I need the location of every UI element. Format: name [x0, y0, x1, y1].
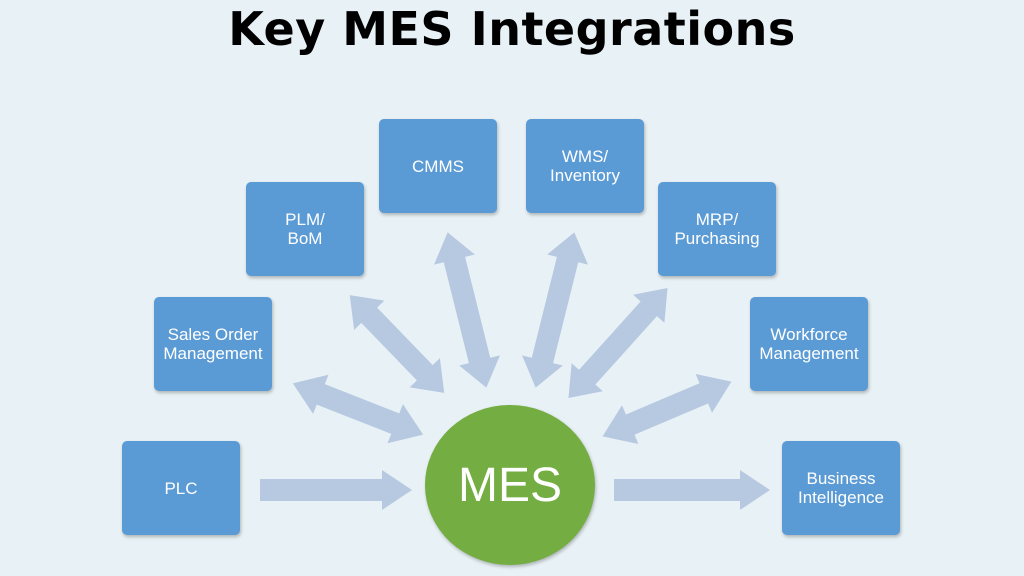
node-label: PLM/ BoM [285, 210, 325, 248]
node-label: Business Intelligence [797, 469, 884, 507]
arrow-plc-to-mes [260, 470, 412, 510]
hub-mes: MES [425, 405, 595, 565]
node-plc: PLC [122, 441, 240, 535]
node-label: Sales Order Management [163, 325, 263, 363]
node-cmms: CMMS [379, 119, 497, 213]
arrow-mes-sales-order [292, 374, 424, 445]
arrow-mes-cmms [434, 232, 500, 391]
node-sales-order-management: Sales Order Management [154, 297, 272, 391]
arrow-mes-plm [349, 295, 445, 401]
arrow-mes-wms [522, 232, 588, 388]
node-label: Workforce Management [759, 325, 859, 363]
arrow-mes-to-bi [614, 470, 770, 510]
node-label: MRP/ Purchasing [674, 210, 760, 248]
diagram-title: Key MES Integrations [228, 2, 796, 56]
node-plm-bom: PLM/ BoM [246, 182, 364, 276]
arrow-mes-workforce [598, 374, 732, 444]
node-label: PLC [164, 478, 198, 498]
node-label: CMMS [412, 156, 464, 176]
node-label: WMS/ Inventory [550, 147, 620, 185]
arrow-mes-mrp [560, 288, 668, 398]
node-mrp-purchasing: MRP/ Purchasing [658, 182, 776, 276]
node-wms-inventory: WMS/ Inventory [526, 119, 644, 213]
node-workforce-management: Workforce Management [750, 297, 868, 391]
node-business-intelligence: Business Intelligence [782, 441, 900, 535]
hub-label: MES [457, 458, 562, 512]
